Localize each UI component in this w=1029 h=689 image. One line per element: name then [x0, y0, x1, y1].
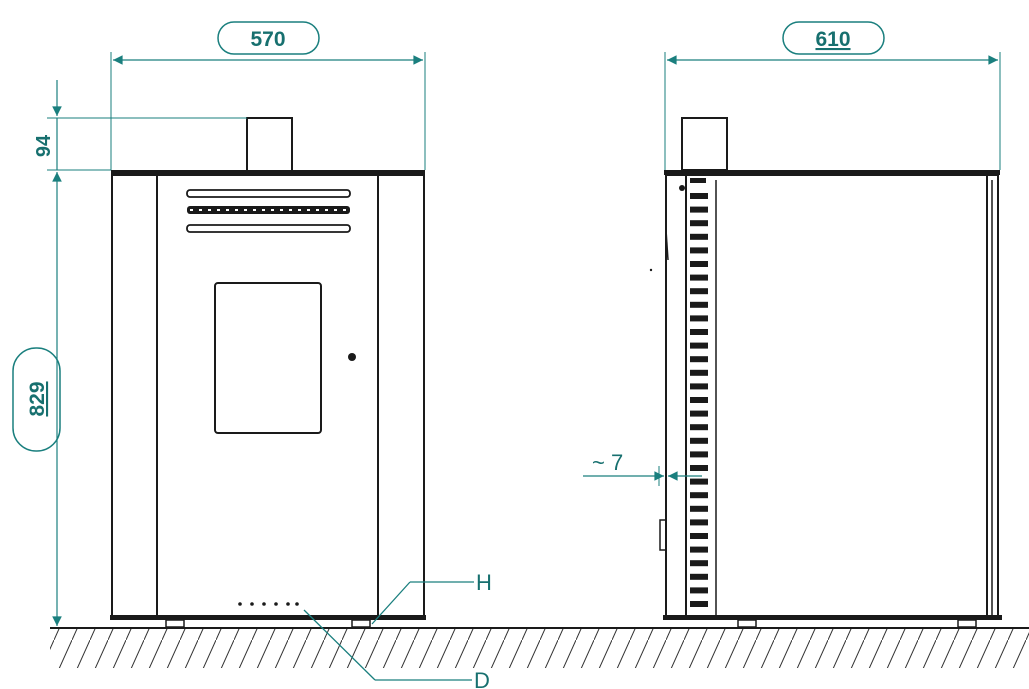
side-vent-slot	[690, 233, 708, 240]
side-vent-slot	[690, 369, 708, 376]
ground	[50, 627, 1029, 668]
side-top-dot	[679, 185, 685, 191]
front-top-plate	[111, 170, 425, 175]
body-height-value: 829	[26, 381, 49, 416]
side-vent-slot	[690, 492, 708, 499]
dimension-side-depth: 610	[664, 21, 1001, 170]
side-vent-slot	[690, 546, 708, 553]
dimension-body-height: 829	[12, 172, 62, 627]
side-vent-slot	[690, 383, 708, 390]
side-vent-slot	[690, 519, 708, 526]
side-vent-slot	[690, 220, 708, 227]
leader-D: D	[303, 609, 490, 689]
side-vent-slot	[690, 601, 708, 607]
front-foot-left	[165, 619, 185, 628]
side-vent-slot	[690, 261, 708, 267]
side-vent-slot	[690, 315, 708, 322]
side-vent-slot	[690, 478, 708, 485]
front-grille-slot	[186, 189, 351, 198]
side-flue-pipe	[681, 117, 728, 171]
side-vent-slot	[690, 465, 708, 471]
side-vent-slot	[690, 247, 708, 254]
side-vent-slot	[690, 342, 708, 349]
side-offset-value: ~ 7	[592, 450, 623, 475]
dimension-flue-height: 94	[33, 80, 247, 171]
side-vent-slot	[690, 288, 708, 295]
side-depth-value: 610	[815, 28, 850, 51]
side-depth-bubble	[782, 21, 885, 55]
front-base	[110, 615, 426, 620]
side-foot-rear	[957, 619, 977, 628]
front-grille-slot	[186, 224, 351, 233]
side-vent-slot	[690, 193, 708, 199]
side-vent-slot	[690, 410, 708, 417]
dimension-side-offset: ~ 7	[583, 450, 702, 486]
side-vent-slot	[690, 356, 708, 363]
side-vent-slot	[690, 533, 708, 539]
side-vent-slot	[690, 560, 708, 567]
side-vent-slot	[690, 505, 708, 512]
label-D: D	[474, 668, 490, 689]
front-grille-slot	[187, 206, 350, 214]
side-vent-slot	[690, 573, 708, 580]
side-vent-slot	[690, 329, 708, 335]
front-width-value: 570	[250, 28, 285, 51]
side-top-knob	[690, 178, 706, 183]
side-vent-slot	[690, 451, 708, 458]
ground-hatching	[50, 628, 1029, 668]
flue-height-value: 94	[33, 134, 55, 157]
side-base	[663, 615, 1002, 620]
side-small-dot	[649, 268, 653, 272]
side-vent-slot	[690, 274, 708, 281]
leader-H: H	[371, 570, 492, 625]
front-view	[110, 117, 426, 628]
side-vent-slots	[690, 193, 708, 607]
side-door-hinge	[659, 519, 667, 551]
side-door-edge	[665, 229, 669, 261]
front-width-bubble	[217, 21, 320, 55]
side-vent-slot	[690, 397, 708, 403]
side-view	[649, 117, 1002, 628]
front-flue-pipe	[246, 117, 293, 172]
front-vent-dots	[238, 602, 299, 606]
side-foot-front	[737, 619, 757, 628]
side-vent-slot	[690, 301, 708, 308]
body-height-bubble	[12, 347, 61, 452]
dimension-front-width: 570	[110, 21, 426, 170]
side-top-plate	[664, 170, 1000, 175]
label-H: H	[476, 570, 492, 595]
front-glass-window	[214, 282, 322, 434]
front-foot-right	[351, 619, 371, 628]
side-vent-slot	[690, 206, 708, 213]
side-vent-slot	[690, 587, 708, 594]
side-vent-slot	[690, 424, 708, 431]
front-door-knob	[348, 353, 356, 361]
side-vent-slot	[690, 437, 708, 444]
